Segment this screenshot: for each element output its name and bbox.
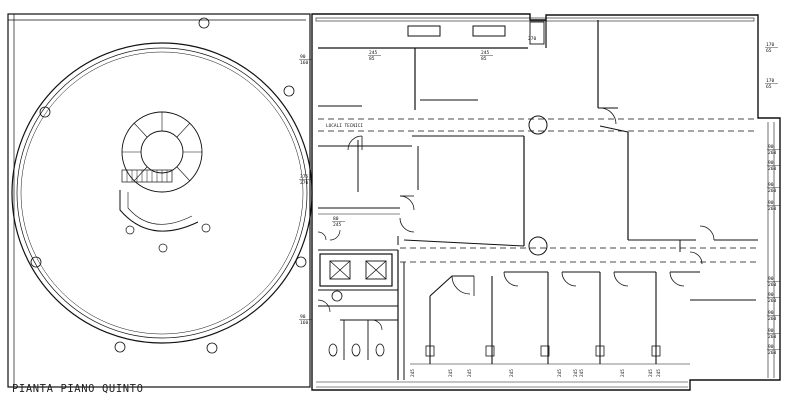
bottom-note-7: 245 [620,369,626,377]
right-low-note-2-top: 90 [768,310,774,316]
bottom-note-6: 245 [579,369,585,377]
top-right-note: 270 [528,36,537,42]
top-note-1-top: 245 [481,50,490,56]
bottom-note-5: 245 [573,369,579,377]
left-note-0-bottom: 160 [300,60,309,66]
right-low-note-4-bottom: 260 [768,350,777,356]
bottom-note-4: 245 [557,369,563,377]
dimension-annotations: LOCALI TECNICI90160375270901601706517065… [299,36,780,377]
bottom-note-2: 245 [467,369,473,377]
bottom-note-8: 245 [648,369,654,377]
left-note-0-top: 90 [300,54,306,60]
right-low-note-0-bottom: 260 [768,282,777,288]
right-low-note-0-top: 90 [768,276,774,282]
right-top-note-0-bottom: 65 [766,48,772,54]
inner-note-bottom: 245 [333,222,342,228]
right-mid-note-0-bottom: 260 [768,150,777,156]
left-note-2-top: 90 [300,314,306,320]
right-low-note-3-top: 90 [768,328,774,334]
right-low-note-1-top: 90 [768,292,774,298]
right-mid-note-1-top: 90 [768,160,774,166]
right-low-note-1-bottom: 260 [768,298,777,304]
right-top-note-1-bottom: 65 [766,84,772,90]
right-low-note-4-top: 90 [768,344,774,350]
right-top-note-1-top: 170 [766,78,775,84]
top-note-0-top: 245 [369,50,378,56]
right-mid-note-1-bottom: 260 [768,166,777,172]
bottom-note-1: 245 [448,369,454,377]
inner-note-top: 80 [333,216,339,222]
right-low-note-2-bottom: 260 [768,316,777,322]
bottom-note-0: 245 [410,369,416,377]
left-note-2-bottom: 160 [300,320,309,326]
right-mid-note-3-bottom: 260 [768,206,777,212]
bottom-note-3: 245 [509,369,515,377]
right-low-note-3-bottom: 260 [768,334,777,340]
left-note-1-bottom: 270 [300,180,309,186]
room-label-locali-tecnici: LOCALI TECNICI [326,123,363,129]
right-mid-note-3-top: 90 [768,200,774,206]
drawing-title: PIANTA PIANO QUINTO [12,383,144,395]
top-note-0-bottom: 85 [369,56,375,62]
left-note-1-top: 375 [300,174,309,180]
right-mid-note-0-top: 90 [768,144,774,150]
right-mid-note-2-bottom: 260 [768,188,777,194]
office-block [311,13,781,391]
bottom-note-9: 245 [656,369,662,377]
top-note-1-bottom: 85 [481,56,487,62]
right-top-note-0-top: 170 [766,42,775,48]
right-mid-note-2-top: 90 [768,182,774,188]
circular-hall [7,13,313,388]
